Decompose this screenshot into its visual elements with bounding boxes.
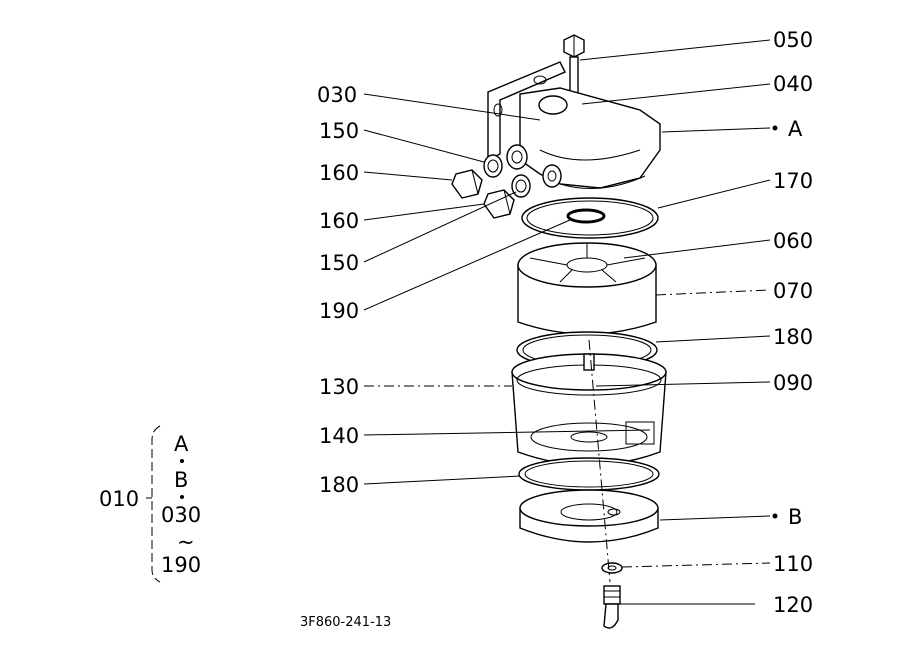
callout-b: B (788, 505, 802, 529)
assembly-number: 010 (99, 487, 139, 511)
callout-170: 170 (773, 169, 813, 193)
part-190-o-ring (566, 208, 606, 224)
part-060-070-filter-element (517, 242, 657, 335)
callout-130: 130 (319, 375, 359, 399)
part-b-ring-nut (519, 489, 659, 543)
callout-180-lower: 180 (319, 473, 359, 497)
callout-120: 120 (773, 593, 813, 617)
callout-160-upper: 160 (319, 161, 359, 185)
assembly-line-2: B (174, 468, 188, 492)
callout-140: 140 (319, 424, 359, 448)
callout-190: 190 (319, 299, 359, 323)
assembly-line-5: 190 (161, 553, 201, 577)
part-160-plugs (451, 169, 515, 219)
callout-a: A (788, 117, 803, 141)
callout-090: 090 (773, 371, 813, 395)
drawing-id: 3F860-241-13 (300, 615, 391, 630)
assembly-bracket (146, 425, 184, 583)
part-180-lower-gasket (518, 457, 660, 491)
callout-110: 110 (773, 552, 813, 576)
assembly-line-1: A (174, 432, 189, 456)
leader-lines (363, 39, 778, 605)
callout-070: 070 (773, 279, 813, 303)
callout-180-upper: 180 (773, 325, 813, 349)
part-130-bowl (511, 353, 667, 466)
callout-160-lower: 160 (319, 209, 359, 233)
callout-150-upper: 150 (319, 119, 359, 143)
callout-060: 060 (773, 229, 813, 253)
callout-040: 040 (773, 72, 813, 96)
callout-150-lower: 150 (319, 251, 359, 275)
callout-030: 030 (317, 83, 357, 107)
assembly-line-4: ~ (177, 530, 195, 554)
assembly-centerline (588, 339, 611, 583)
assembly-line-3: 030 (161, 503, 201, 527)
callout-050: 050 (773, 28, 813, 52)
part-030-filter-head (487, 61, 661, 189)
part-120-drain-plug (603, 585, 621, 629)
part-110-washer (601, 562, 623, 574)
part-150-o-rings (483, 154, 531, 198)
